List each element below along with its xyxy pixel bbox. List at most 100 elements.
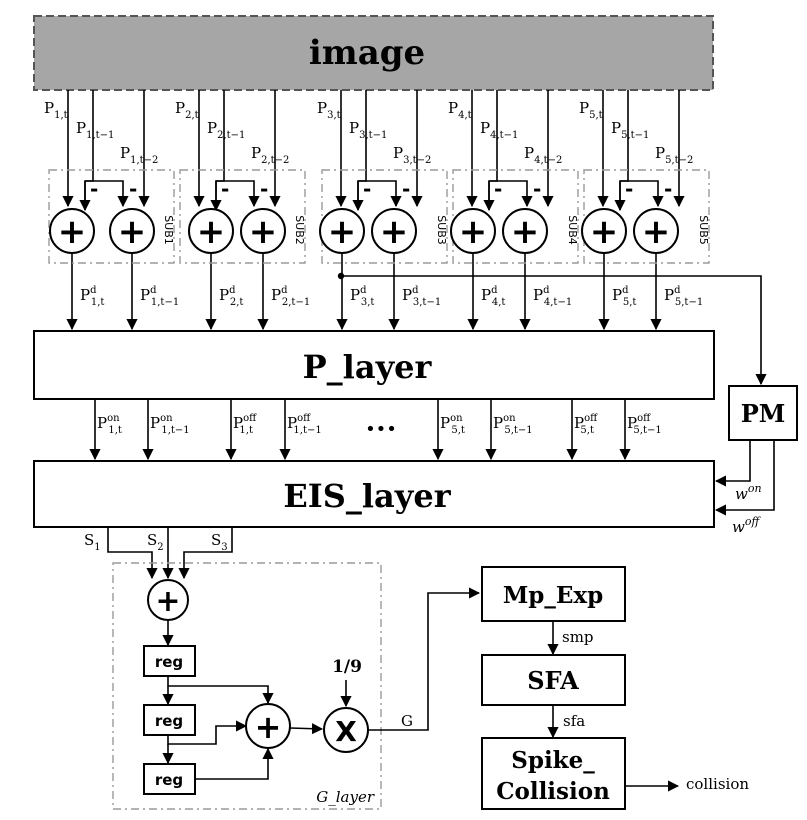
adder-sign: + xyxy=(58,212,87,252)
w-on-label: won xyxy=(735,482,762,503)
s2-label: S2 xyxy=(147,531,164,553)
g-layer-region xyxy=(112,562,382,810)
adder-4-1 xyxy=(450,208,496,254)
image-label: image xyxy=(309,33,425,73)
adder-sign: + xyxy=(197,212,226,252)
image-output-label-5-0: P5,t xyxy=(579,99,603,121)
image-output-label-3-1: P3,t−1 xyxy=(349,119,387,141)
reg2-out-wire xyxy=(167,720,248,745)
wire-p1t1-b xyxy=(85,180,129,208)
minus-sign: - xyxy=(625,177,633,201)
mp-exp-label: Mp_Exp xyxy=(503,582,603,609)
reg3-out-wire xyxy=(195,747,274,780)
minus-sign: - xyxy=(363,177,371,201)
adder-2-2 xyxy=(240,208,286,254)
sub-label-3: SUB3 xyxy=(435,215,448,245)
sfa-label: SFA xyxy=(527,666,579,695)
w-on-wire xyxy=(714,440,751,487)
reg-3-label: reg xyxy=(155,771,183,789)
adder-sign: + xyxy=(380,212,409,252)
g-adder-bottom xyxy=(245,703,291,749)
g-layer-label: G_layer xyxy=(316,788,375,806)
sub-label-2: SUB2 xyxy=(293,215,306,245)
sub-label-1: SUB1 xyxy=(162,215,175,245)
image-output-label-2-0: P2,t xyxy=(175,99,199,121)
adder-1-2 xyxy=(109,208,155,254)
reg1-out-wire xyxy=(167,676,274,705)
wire-p2t1-b xyxy=(216,180,260,208)
s1-wire xyxy=(107,527,158,580)
s1-label: S1 xyxy=(84,531,101,553)
minus-sign: - xyxy=(221,177,229,201)
adder-sign: + xyxy=(459,212,488,252)
reg-1 xyxy=(143,645,196,677)
adder-5-1 xyxy=(581,208,627,254)
image-output-label-3-2: P3,t−2 xyxy=(393,144,431,166)
sfa-signal-label: sfa xyxy=(563,712,585,730)
reg-1-label: reg xyxy=(155,653,183,671)
p-layer-label: P_layer xyxy=(303,348,433,386)
adder-sign: + xyxy=(511,212,540,252)
minus-sign: - xyxy=(260,177,268,201)
sfa-block xyxy=(481,654,626,706)
eis-layer-block xyxy=(33,460,715,528)
wire-p3t1-b xyxy=(358,180,402,208)
pm-block xyxy=(728,385,798,441)
image-output-label-3-0: P3,t xyxy=(317,99,341,121)
image-output-label-4-1: P4,t−1 xyxy=(480,119,518,141)
smp-label: smp xyxy=(562,628,594,646)
adder-sign: + xyxy=(590,212,619,252)
sub-label-4: SUB4 xyxy=(566,215,579,245)
adder-5-2 xyxy=(633,208,679,254)
image-output-label-5-1: P5,t−1 xyxy=(611,119,649,141)
adder-sign: + xyxy=(642,212,671,252)
minus-sign: - xyxy=(90,177,98,201)
g-adder-bottom-sign: + xyxy=(255,708,282,746)
sub-label-5: SUB5 xyxy=(697,215,710,245)
s3-wire xyxy=(178,527,233,580)
image-output-label-1-1: P1,t−1 xyxy=(76,119,114,141)
minus-sign: - xyxy=(402,177,410,201)
adder-4-2 xyxy=(502,208,548,254)
minus-sign: - xyxy=(664,177,672,201)
adder-3-2 xyxy=(371,208,417,254)
eis-layer-label: EIS_layer xyxy=(283,477,451,515)
scale-factor: 1/9 xyxy=(332,657,362,677)
mp-exp-block xyxy=(481,566,626,622)
spike-collision-label-2: Collision xyxy=(496,778,610,805)
w-off-label: woff xyxy=(732,515,761,536)
adder-sign: + xyxy=(328,212,357,252)
image-output-label-1-2: P1,t−2 xyxy=(120,144,158,166)
g-signal-label: G xyxy=(401,712,413,730)
p-layer-block xyxy=(33,330,715,400)
image-output-label-4-2: P4,t−2 xyxy=(524,144,562,166)
adder-2-1 xyxy=(188,208,234,254)
adder-1-1 xyxy=(49,208,95,254)
pm-label: PM xyxy=(741,399,786,428)
p-layer-ellipsis: ••• xyxy=(365,419,397,440)
image-output-label-4-0: P4,t xyxy=(448,99,472,121)
s3-label: S3 xyxy=(211,531,228,553)
image-output-label-5-2: P5,t−2 xyxy=(655,144,693,166)
adder-to-mult-wire xyxy=(289,723,324,735)
minus-sign: - xyxy=(494,177,502,201)
multiplier-sign: X xyxy=(335,715,357,748)
g-adder-top-sign: + xyxy=(155,584,180,619)
